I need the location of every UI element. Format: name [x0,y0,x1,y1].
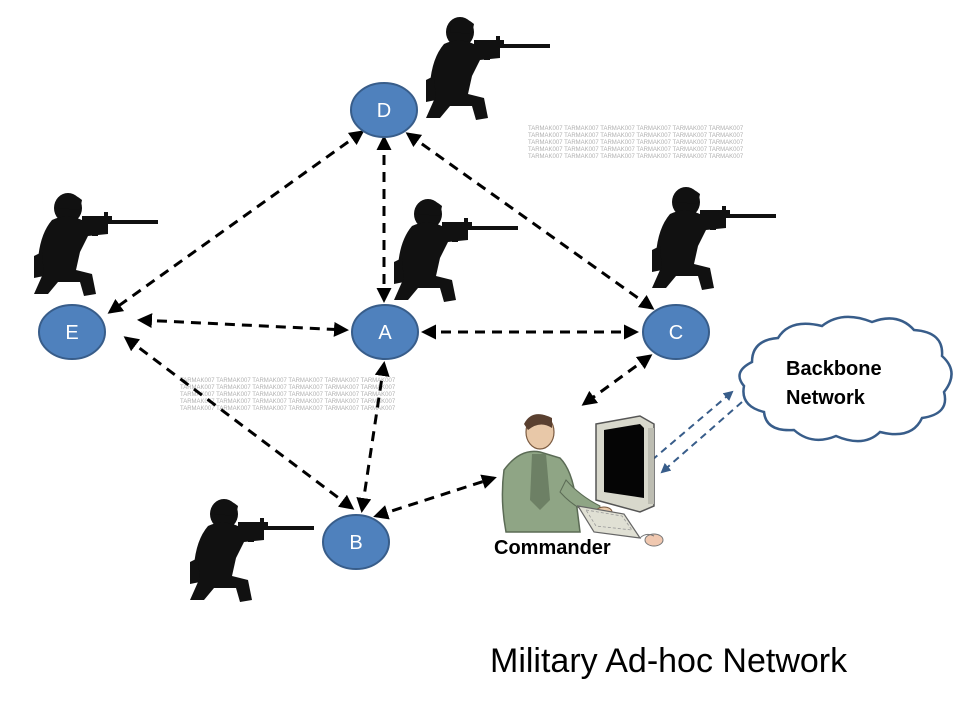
svg-text:TARMAK007 TARMAK007 TARMAK007: TARMAK007 TARMAK007 TARMAK007 TARMAK007 … [528,147,744,153]
svg-text:TARMAK007 TARMAK007 TARMAK007: TARMAK007 TARMAK007 TARMAK007 TARMAK007 … [528,154,744,160]
backbone-cloud: Backbone Network [738,315,953,443]
node-d: D [350,82,418,138]
svg-text:C: C [669,322,683,344]
soldier-icon-d [426,17,550,120]
diagram-caption: Military Ad-hoc Network [490,642,848,680]
soldier-icon-e [34,193,158,296]
svg-text:B: B [349,532,362,554]
svg-text:A: A [378,322,392,344]
node-b: B [322,514,390,570]
svg-text:TARMAK007 TARMAK007 TARMAK007: TARMAK007 TARMAK007 TARMAK007 TARMAK007 … [528,133,744,139]
svg-text:D: D [377,100,391,122]
soldier-icon-b [190,499,314,602]
svg-text:TARMAK007 TARMAK007 TARMAK007: TARMAK007 TARMAK007 TARMAK007 TARMAK007 … [528,126,744,132]
svg-text:TARMAK007 TARMAK007 TARMAK007: TARMAK007 TARMAK007 TARMAK007 TARMAK007 … [180,378,396,384]
link-e-a [137,313,349,337]
svg-text:TARMAK007 TARMAK007 TARMAK007: TARMAK007 TARMAK007 TARMAK007 TARMAK007 … [180,392,396,398]
node-c: C [642,304,710,360]
svg-text:E: E [65,322,78,344]
node-a: A [351,304,419,360]
backbone-label-line2: Network [786,387,866,409]
watermark-bottom: TARMAK007 TARMAK007 TARMAK007 TARMAK007 … [180,378,396,412]
link-c-commander [581,354,653,406]
link-e-b [123,336,355,510]
link-b-commander [373,474,497,520]
soldier-icon-c [652,187,776,290]
commander-label: Commander [494,537,611,559]
svg-text:TARMAK007 TARMAK007 TARMAK007: TARMAK007 TARMAK007 TARMAK007 TARMAK007 … [180,406,396,412]
commander-icon [501,414,664,547]
link-commander-backbone [651,390,743,474]
node-e: E [38,304,106,360]
backbone-label-line1: Backbone [786,358,882,380]
svg-text:TARMAK007 TARMAK007 TARMAK007: TARMAK007 TARMAK007 TARMAK007 TARMAK007 … [528,140,744,146]
soldier-icon-a [394,199,518,302]
watermark-top: TARMAK007 TARMAK007 TARMAK007 TARMAK007 … [528,126,744,160]
link-a-b [356,361,390,513]
svg-text:TARMAK007 TARMAK007 TARMAK007: TARMAK007 TARMAK007 TARMAK007 TARMAK007 … [180,385,396,391]
link-d-e [107,130,365,314]
